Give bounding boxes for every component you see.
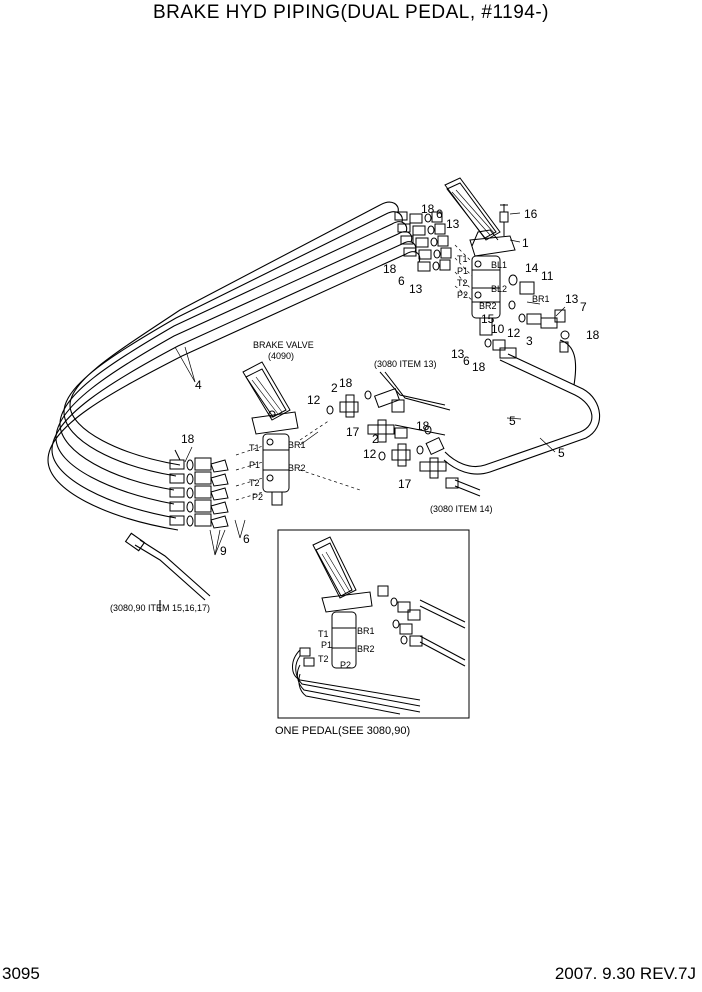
- callout-6: 6: [463, 354, 470, 368]
- callout-9: 9: [220, 544, 227, 558]
- right-fittings: [484, 274, 570, 359]
- inset-port-br1: BR1: [357, 626, 375, 636]
- brake-valve-label: BRAKE VALVE: [253, 340, 314, 350]
- callout-4: 4: [195, 378, 202, 392]
- one-pedal-inset: [277, 529, 470, 719]
- left-fittings: [169, 449, 229, 529]
- external-lines: [379, 371, 481, 497]
- note-items15: (3080,90 ITEM 15,16,17): [110, 603, 210, 613]
- callout-17: 17: [346, 425, 360, 439]
- note-item14: (3080 ITEM 14): [430, 504, 493, 514]
- upper-fittings: [394, 211, 452, 272]
- port-br1-upper: BR1: [532, 294, 550, 304]
- callout-12: 12: [507, 326, 521, 340]
- callout-18: 18: [383, 262, 397, 276]
- callout-18: 18: [472, 360, 486, 374]
- inset-port-t1: T1: [318, 629, 329, 639]
- port-br2-upper: BR2: [479, 301, 497, 311]
- middle-fittings: [326, 387, 459, 489]
- port-p2: P2: [252, 492, 263, 502]
- callout-15: 15: [481, 312, 495, 326]
- port-p2-upper: P2: [457, 290, 468, 300]
- port-t2: T2: [249, 478, 260, 488]
- page-title: BRAKE HYD PIPING(DUAL PEDAL, #1194-): [152, 2, 549, 23]
- port-p1-upper: P1: [457, 266, 468, 276]
- lower-left-hose: [124, 532, 211, 612]
- dashed-leaders: [235, 244, 473, 501]
- callout-18: 18: [586, 328, 600, 342]
- callout-6: 6: [398, 274, 405, 288]
- callout-10: 10: [491, 322, 505, 336]
- inset-port-p2: P2: [340, 660, 351, 670]
- callout-13: 13: [409, 282, 423, 296]
- callout-12: 12: [363, 447, 377, 461]
- callout-14: 14: [525, 261, 539, 275]
- callout-6: 6: [436, 207, 443, 221]
- callout-6: 6: [243, 532, 250, 546]
- one-pedal-caption: ONE PEDAL(SEE 3080,90): [275, 725, 410, 737]
- callout-17: 17: [398, 477, 412, 491]
- callout-18: 18: [339, 376, 353, 390]
- note-item13: (3080 ITEM 13): [374, 359, 437, 369]
- revision-date: 2007. 9.30 REV.7J: [554, 964, 696, 983]
- inset-port-p1: P1: [321, 640, 332, 650]
- port-bl1: BL1: [491, 260, 507, 270]
- callout-3: 3: [526, 334, 533, 348]
- port-t2-upper: T2: [457, 278, 468, 288]
- hose-bundle: [47, 201, 421, 531]
- callout-5: 5: [509, 414, 516, 428]
- port-t1-upper: T1: [457, 254, 468, 264]
- callout-12: 12: [307, 393, 321, 407]
- brake-valve-4090: [242, 361, 299, 506]
- callout-13: 13: [565, 292, 579, 306]
- inset-port-t2: T2: [318, 654, 329, 664]
- leader-lines: [174, 212, 566, 556]
- brake-valve-ref: (4090): [268, 351, 294, 361]
- page-number: 3095: [2, 964, 40, 983]
- callout-18: 18: [181, 432, 195, 446]
- callout-13: 13: [451, 347, 465, 361]
- callout-2: 2: [372, 432, 379, 446]
- callout-18: 18: [421, 202, 435, 216]
- port-t1: T1: [249, 443, 260, 453]
- callout-5: 5: [558, 446, 565, 460]
- port-bl2: BL2: [491, 284, 507, 294]
- callout-13: 13: [446, 217, 460, 231]
- callout-11: 11: [541, 269, 554, 283]
- upper-brake-valve: [444, 177, 516, 336]
- callout-16: 16: [524, 207, 538, 221]
- callout-1: 1: [522, 236, 529, 250]
- port-br2: BR2: [288, 463, 306, 473]
- port-br1: BR1: [288, 440, 306, 450]
- inset-port-br2: BR2: [357, 644, 375, 654]
- port-p1: P1: [249, 460, 260, 470]
- callout-18: 18: [416, 419, 430, 433]
- callout-2: 2: [331, 381, 338, 395]
- callout-7: 7: [580, 300, 587, 314]
